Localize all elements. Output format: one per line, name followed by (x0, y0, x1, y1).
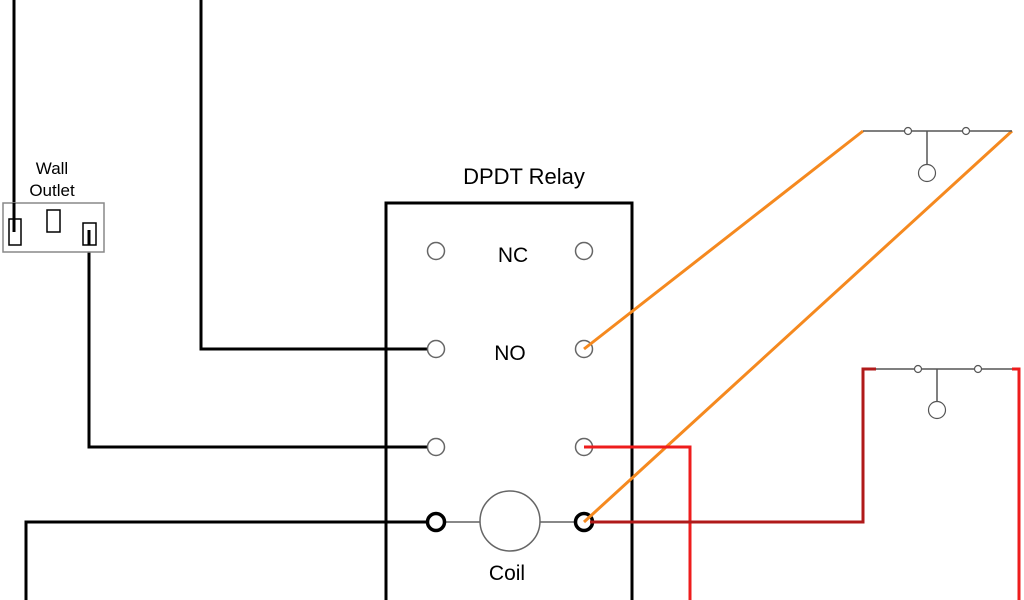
terminal-common-left (426, 437, 446, 457)
coil-label: Coil (489, 562, 525, 585)
relay-title: DPDT Relay (463, 164, 585, 189)
black-wires (12, 0, 436, 600)
outlet-ground-slot (46, 209, 61, 233)
red-wires (584, 367, 1021, 600)
wall-outlet (2, 202, 105, 253)
wire-no-right-to-switch (583, 129, 864, 351)
wire-common-right-red (584, 445, 692, 600)
coil-terminal-left (425, 511, 447, 533)
outlet-label-wall: Wall (36, 159, 68, 178)
wire-coil-right-to-switch (582, 129, 1014, 524)
wire-coil-left-supply (24, 520, 436, 600)
wire-top-to-no (199, 0, 436, 351)
terminal-nc-left (426, 241, 446, 261)
terminal-label-no: NO (494, 342, 526, 365)
wire-outlet-neutral-to-common (87, 232, 436, 449)
coil-symbol (479, 490, 541, 552)
outlet-label-outlet: Outlet (29, 181, 75, 200)
switch-top (863, 126, 1012, 183)
terminal-nc-right (574, 241, 594, 261)
terminal-label-nc: NC (498, 244, 528, 267)
wire-coil-right-darkred (590, 367, 876, 524)
switch-top-float (917, 163, 937, 183)
wire-switch-bottom-red (1012, 367, 1021, 600)
orange-wires (582, 129, 1014, 524)
switch-bottom (876, 364, 1012, 420)
terminal-no-left (426, 339, 446, 359)
switch-bottom-float (927, 400, 947, 420)
